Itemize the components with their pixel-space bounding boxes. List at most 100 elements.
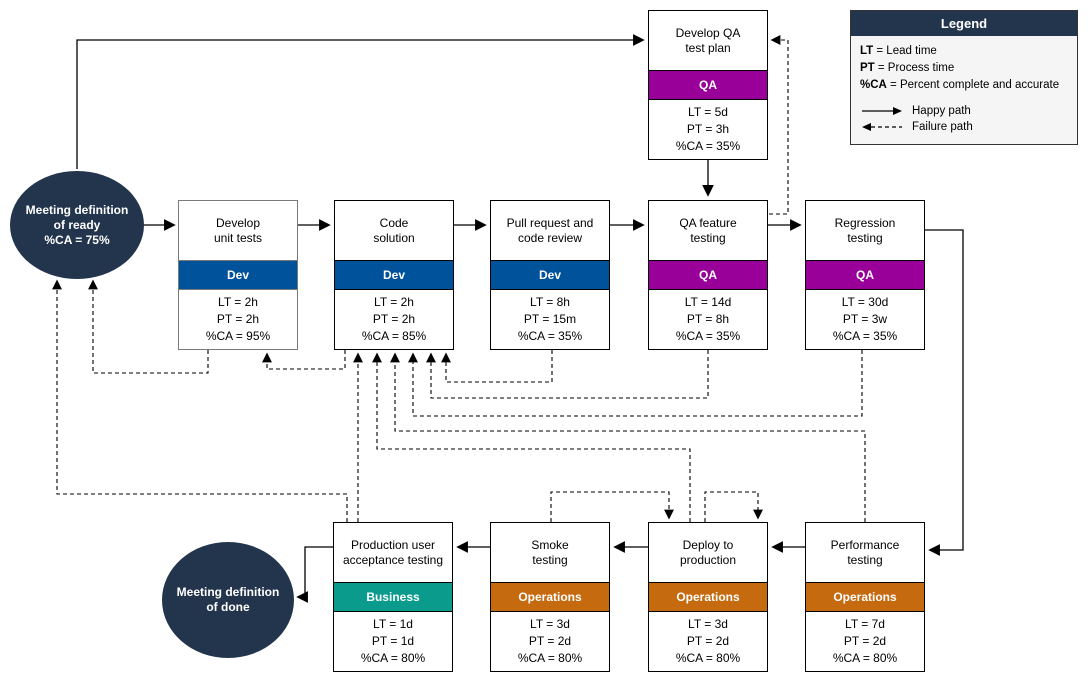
- stat-lead-time: LT = 3d: [688, 617, 728, 631]
- terminal-meeting-definition-of-ready[interactable]: Meeting definition of ready %CA = 75%: [10, 171, 144, 279]
- process-stats: LT = 30d PT = 3w %CA = 35%: [806, 290, 924, 349]
- stat-lead-time: LT = 30d: [841, 295, 889, 309]
- stat-process-time: PT = 2d: [843, 634, 887, 648]
- process-title-line: Performance: [830, 537, 900, 552]
- stat-process-time: PT = 2h: [216, 312, 260, 326]
- process-stats: LT = 8h PT = 15m %CA = 35%: [491, 290, 609, 349]
- role-band: Operations: [491, 582, 609, 612]
- stat-lead-time: LT = 1d: [373, 617, 413, 631]
- legend-desc: = Process time: [874, 62, 955, 74]
- legend-item-pt: PT = Process time: [860, 60, 1068, 77]
- process-title: Regression testing: [806, 201, 924, 260]
- legend-desc: = Lead time: [873, 45, 937, 57]
- process-qa-feature-testing[interactable]: QA feature testing QA LT = 14d PT = 8h %…: [648, 200, 768, 350]
- process-title-line: Smoke: [531, 537, 569, 552]
- process-title-line: Code: [379, 215, 409, 230]
- stat-percent-ca: %CA = 35%: [517, 329, 583, 343]
- process-title-line: unit tests: [213, 230, 263, 245]
- process-title: Develop QA test plan: [649, 11, 767, 70]
- process-title-line: Deploy to: [682, 537, 734, 552]
- terminal-label-line: Meeting definition: [176, 585, 280, 599]
- process-code-solution[interactable]: Code solution Dev LT = 2h PT = 2h %CA = …: [334, 200, 454, 350]
- process-develop-qa-test-plan[interactable]: Develop QA test plan QA LT = 5d PT = 3h …: [648, 10, 768, 160]
- legend-happy-path-row: Happy path: [860, 103, 1068, 119]
- edge-ready-to-develop-qa-test-plan: [76, 34, 645, 169]
- fail-deploy-self-loop: [704, 491, 763, 522]
- process-title: QA feature testing: [649, 201, 767, 260]
- stat-process-time: PT = 2d: [686, 634, 730, 648]
- fail-deploy-to-code-solution: [372, 352, 691, 522]
- stat-process-time: PT = 15m: [523, 312, 577, 326]
- process-performance-testing[interactable]: Performance testing Operations LT = 7d P…: [805, 522, 925, 672]
- role-band: Operations: [649, 582, 767, 612]
- stat-lead-time: LT = 7d: [845, 617, 885, 631]
- process-develop-unit-tests[interactable]: Develop unit tests Dev LT = 2h PT = 2h %…: [178, 200, 298, 350]
- process-title-line: Production user: [350, 537, 436, 552]
- legend-failure-label: Failure path: [912, 121, 973, 133]
- process-title-line: code review: [517, 230, 583, 245]
- legend-happy-label: Happy path: [912, 105, 971, 117]
- process-regression-testing[interactable]: Regression testing QA LT = 30d PT = 3w %…: [805, 200, 925, 350]
- legend-item-ca: %CA = Percent complete and accurate: [860, 77, 1068, 94]
- stat-percent-ca: %CA = 80%: [360, 651, 426, 665]
- terminal-label-line: of done: [206, 600, 250, 614]
- role-band: QA: [649, 260, 767, 290]
- process-title-line: QA feature: [679, 215, 737, 230]
- stat-process-time: PT = 1d: [371, 634, 415, 648]
- stat-process-time: PT = 2d: [528, 634, 572, 648]
- process-title: Smoke testing: [491, 523, 609, 582]
- terminal-label-line: Meeting definition: [25, 202, 129, 217]
- stat-lead-time: LT = 14d: [684, 295, 732, 309]
- fail-regression-to-code-solution: [408, 350, 863, 417]
- fail-uat-to-ready: [52, 279, 348, 522]
- process-stats: LT = 7d PT = 2d %CA = 80%: [806, 612, 924, 671]
- happy-path-arrow-icon: [862, 107, 902, 115]
- process-title: Performance testing: [806, 523, 924, 582]
- process-deploy-to-production[interactable]: Deploy to production Operations LT = 3d …: [648, 522, 768, 672]
- stat-percent-ca: %CA = 80%: [517, 651, 583, 665]
- legend-term: %CA: [860, 79, 887, 91]
- stat-process-time: PT = 3w: [842, 312, 888, 326]
- process-title-line: testing: [532, 552, 568, 567]
- fail-code-solution-to-develop-unit-tests: [262, 350, 346, 370]
- role-band: Dev: [335, 260, 453, 290]
- role-band: QA: [806, 260, 924, 290]
- stat-lead-time: LT = 3d: [530, 617, 570, 631]
- terminal-label-line: of ready: [53, 217, 101, 232]
- role-band: Business: [334, 582, 452, 612]
- stat-percent-ca: %CA = 35%: [675, 139, 741, 153]
- process-title-line: testing: [690, 230, 726, 245]
- stat-percent-ca: %CA = 95%: [205, 329, 271, 343]
- role-band: Dev: [491, 260, 609, 290]
- stat-process-time: PT = 2h: [372, 312, 416, 326]
- process-production-user-acceptance-testing[interactable]: Production user acceptance testing Busin…: [333, 522, 453, 672]
- process-pull-request-code-review[interactable]: Pull request and code review Dev LT = 8h…: [490, 200, 610, 350]
- stat-lead-time: LT = 2h: [374, 295, 414, 309]
- stat-percent-ca: %CA = 85%: [361, 329, 427, 343]
- legend-item-lt: LT = Lead time: [860, 43, 1068, 60]
- stat-percent-ca: %CA = 35%: [675, 329, 741, 343]
- terminal-meeting-definition-of-done[interactable]: Meeting definition of done: [162, 542, 294, 658]
- process-title: Pull request and code review: [491, 201, 609, 260]
- fail-performance-to-code-solution: [390, 352, 866, 522]
- stat-percent-ca: %CA = 80%: [675, 651, 741, 665]
- process-title-line: test plan: [685, 40, 731, 55]
- process-title: Develop unit tests: [179, 201, 297, 260]
- process-smoke-testing[interactable]: Smoke testing Operations LT = 3d PT = 2d…: [490, 522, 610, 672]
- process-title-line: Develop: [215, 215, 261, 230]
- stat-percent-ca: %CA = 35%: [832, 329, 898, 343]
- process-title: Production user acceptance testing: [334, 523, 452, 582]
- process-stats: LT = 3d PT = 2d %CA = 80%: [649, 612, 767, 671]
- legend-term: LT: [860, 45, 874, 57]
- legend-term: PT: [860, 62, 875, 74]
- stat-process-time: PT = 3h: [686, 122, 730, 136]
- legend-title: Legend: [851, 11, 1077, 36]
- process-title: Deploy to production: [649, 523, 767, 582]
- fail-pull-request-to-code-solution: [441, 350, 553, 383]
- legend-failure-path-row: Failure path: [860, 119, 1068, 135]
- process-stats: LT = 14d PT = 8h %CA = 35%: [649, 290, 767, 349]
- fail-smoke-to-deploy: [550, 491, 674, 522]
- process-stats: LT = 3d PT = 2d %CA = 80%: [491, 612, 609, 671]
